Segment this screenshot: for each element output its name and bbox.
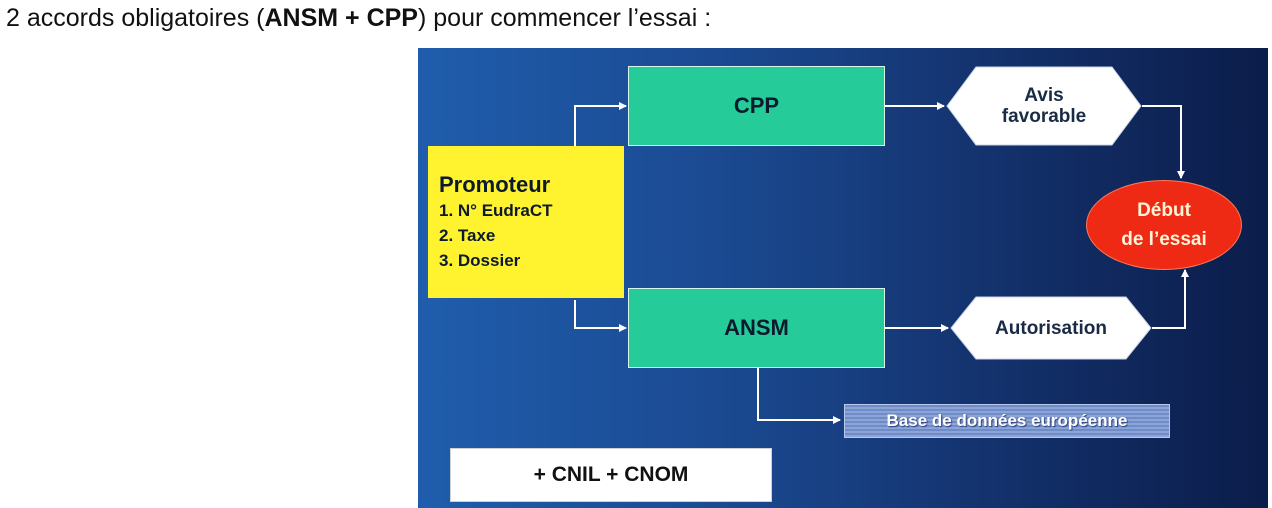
heading-cpp: CPP — [366, 4, 418, 32]
cpp-box: CPP — [628, 66, 885, 146]
arrow-promoteur-to-cpp — [574, 102, 627, 146]
cnil-cnom-box: + CNIL + CNOM — [450, 448, 772, 502]
avis-label: Avis favorable — [1002, 85, 1086, 127]
avis-label-line1: Avis — [1024, 85, 1064, 106]
avis-label-line2: favorable — [1001, 106, 1087, 127]
promoteur-item-3: 3. Dossier — [439, 251, 521, 270]
slide-heading: 2 accords obligatoires (ANSM + CPP) pour… — [6, 4, 711, 33]
ansm-label: ANSM — [724, 315, 789, 340]
database-label: Base de données européenne — [886, 411, 1128, 430]
avis-hexagon-shape — [946, 66, 1142, 146]
cnil-cnom-label: + CNIL + CNOM — [533, 463, 689, 486]
heading-plus: + — [338, 4, 367, 32]
connector-lines — [574, 102, 1189, 424]
autorisation-hexagon-shape — [950, 296, 1152, 360]
autorisation-node: Autorisation — [950, 296, 1152, 360]
ansm-box: ANSM — [628, 288, 885, 368]
arrow-ansm-to-database — [757, 368, 841, 424]
european-database-box: Base de données européenne — [844, 404, 1170, 438]
promoteur-title: Promoteur — [439, 172, 551, 197]
heading-text-2: ) pour commencer l’essai : — [417, 4, 712, 32]
debut-label: Début de l’essai — [1121, 196, 1207, 254]
arrow-autorisation-to-debut — [1152, 269, 1189, 329]
cpp-label: CPP — [733, 93, 780, 118]
heading-text-1: 2 accords obligatoires ( — [6, 4, 265, 32]
debut-essai-oval: Début de l’essai — [1086, 180, 1242, 270]
debut-label-line2: de l’essai — [1121, 229, 1207, 250]
promoteur-item-2: 2. Taxe — [439, 226, 496, 245]
promoteur-item-1: 1. N° EudraCT — [439, 201, 553, 220]
avis-favorable-node: Avis favorable — [946, 66, 1142, 146]
debut-label-line1: Début — [1137, 200, 1191, 221]
arrow-avis-to-debut — [1142, 105, 1185, 179]
promoteur-box: Promoteur 1. N° EudraCT 2. Taxe 3. Dossi… — [428, 146, 624, 298]
heading-ansm: ANSM — [264, 4, 339, 32]
autorisation-label: Autorisation — [995, 317, 1107, 339]
arrow-promoteur-to-ansm — [574, 300, 627, 332]
flow-diagram: Promoteur 1. N° EudraCT 2. Taxe 3. Dossi… — [418, 48, 1268, 508]
